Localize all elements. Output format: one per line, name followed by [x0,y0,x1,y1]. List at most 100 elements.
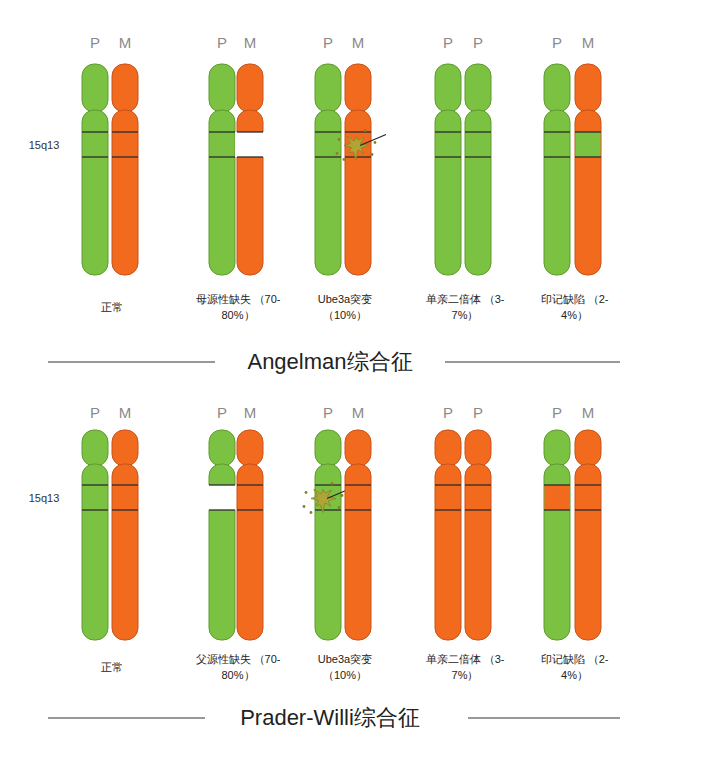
band-line [209,131,235,132]
parent-label: M [244,34,257,51]
band-line [209,484,235,485]
chromosome [575,64,601,275]
splatter-dot [371,153,374,156]
chromosome [435,64,461,275]
syndrome-panel [48,64,620,362]
parent-label: P [323,404,333,421]
band-line [237,484,263,485]
chromosome [435,430,461,640]
section-title: Prader-Willi综合征 [240,703,420,733]
band-line [315,156,341,157]
splatter-dot [303,505,306,508]
chromosome [315,64,341,275]
short-arm [345,430,371,466]
band-line [465,484,491,485]
caption: 单亲二倍体 （3-7%） [422,292,508,324]
mutation-splotch [344,136,369,159]
short-arm [544,64,570,112]
band-line [465,509,491,510]
parent-label: M [352,404,365,421]
caption: 印记缺陷 （2-4%） [532,652,618,684]
chromosome [465,430,491,640]
short-arm [237,430,263,466]
long-arm [575,464,601,640]
title-rule [445,361,620,362]
chromosome [112,64,138,275]
pointer-line [360,135,386,146]
band-label: 15q13 [29,139,60,151]
splatter-dot [338,138,341,141]
band-line [112,509,138,510]
band-line [575,509,601,510]
parent-label: P [443,404,453,421]
band-line [82,509,108,510]
band-line [82,131,108,132]
long-arm [315,110,341,275]
band-line [82,484,108,485]
splatter-dot [343,158,346,161]
chromosome-pair [435,430,491,640]
parent-label: P [90,34,100,51]
chromosome-pair [303,430,371,640]
long-arm [465,464,491,640]
short-arm [82,64,108,112]
caption: 正常 [69,300,155,316]
band-line [465,156,491,157]
caption: 印记缺陷 （2-4%） [532,292,618,324]
chromosome [544,430,570,640]
syndrome-panel [48,430,620,718]
deletion-gap [235,132,265,157]
short-arm [315,64,341,112]
splatter-dot [374,141,377,144]
chromosome [112,430,138,640]
band-label: 15q13 [29,492,60,504]
band-line [435,509,461,510]
band-line [435,131,461,132]
short-arm [465,430,491,466]
band-line [544,156,570,157]
long-arm [465,110,491,275]
chromosome [345,430,371,640]
parent-label: P [552,34,562,51]
chromosome [209,64,235,275]
band-line [575,131,601,132]
short-arm [315,430,341,466]
long-arm [82,464,108,640]
long-arm [345,110,371,275]
band-line [315,131,341,132]
chromosome-pair [207,430,263,640]
chromosome [336,64,386,275]
long-arm [345,464,371,640]
chromosome-pair [435,64,491,275]
imprint-band [545,485,570,510]
band-line [345,131,371,132]
chromosome [237,430,263,640]
splatter-dot [305,491,308,494]
band-line [575,484,601,485]
title-rule [48,361,215,362]
chromosome [207,430,237,640]
chromosome [465,64,491,275]
band-line [112,156,138,157]
chromosome [82,430,108,640]
parent-label: M [119,34,132,51]
band-line [575,156,601,157]
short-arm [112,64,138,112]
title-rule [48,717,205,718]
parent-label: P [217,404,227,421]
short-arm [82,430,108,466]
band-line [345,156,371,157]
band-line [82,156,108,157]
long-arm [237,464,263,640]
mutation-splotch [311,489,336,512]
long-arm [435,110,461,275]
band-line [209,509,235,510]
short-arm [435,64,461,112]
short-arm [435,430,461,466]
short-arm [209,64,235,112]
short-arm [544,430,570,466]
short-arm [575,64,601,112]
short-arm [112,430,138,466]
caption: 母源性缺失 （70-80%） [195,292,281,324]
